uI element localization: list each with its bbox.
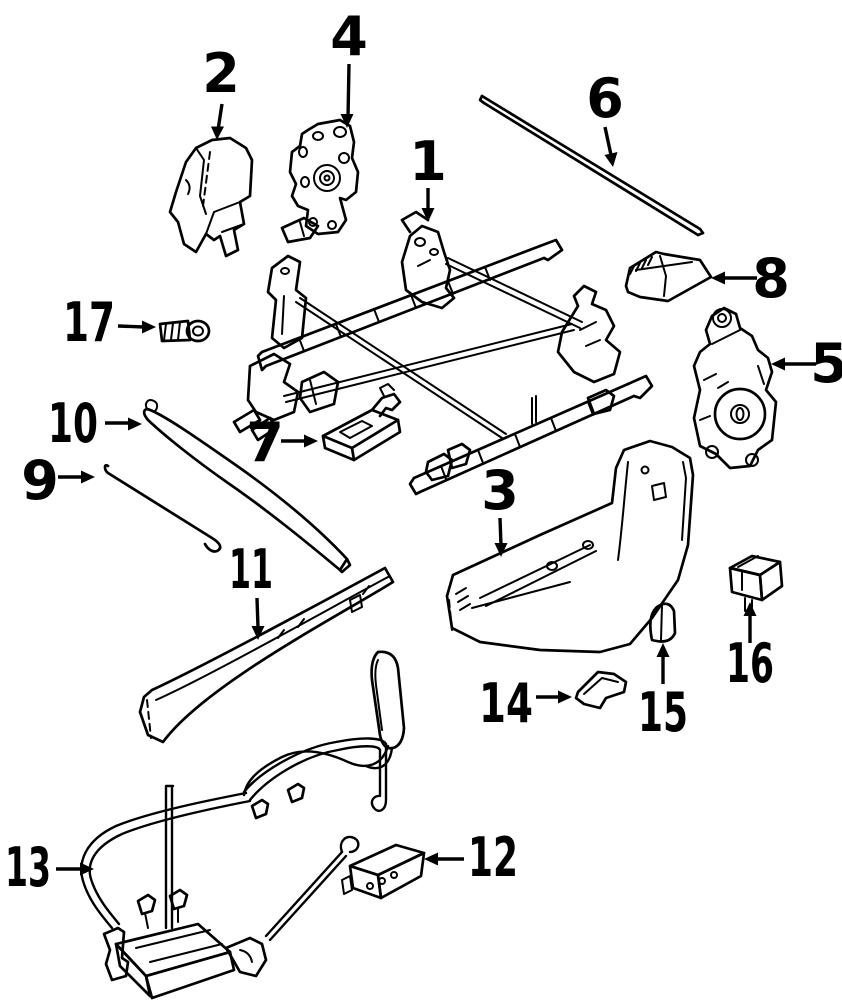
- part-2-side-bracket-drawing: [168, 136, 254, 258]
- callout-3[interactable]: 3: [481, 459, 519, 557]
- callout-9-number[interactable]: 9: [21, 449, 59, 512]
- part-8-tray-bracket-drawing: [624, 250, 713, 303]
- callout-3-arrowhead: [494, 543, 508, 557]
- callout-17-arrow: [117, 324, 145, 329]
- callout-2[interactable]: 2: [202, 42, 240, 140]
- callout-7[interactable]: 7: [246, 411, 318, 474]
- part-3-side-shield-drawing: [445, 439, 695, 654]
- callout-17-arrowhead: [142, 320, 156, 334]
- callout-17[interactable]: 17: [63, 291, 156, 354]
- callout-11-arrow: [255, 597, 260, 629]
- callout-4-arrowhead: [340, 114, 354, 128]
- callout-8-arrowhead: [711, 271, 725, 285]
- callout-7-number[interactable]: 7: [246, 411, 284, 474]
- callout-14-number[interactable]: 14: [479, 672, 533, 735]
- callout-6-arrowhead: [604, 152, 618, 167]
- callout-6[interactable]: 6: [586, 67, 624, 167]
- part-1-seat-track-frame-drawing: [232, 210, 654, 496]
- callout-16-arrowhead: [743, 602, 757, 616]
- callout-1-number[interactable]: 1: [409, 130, 447, 193]
- callout-15[interactable]: 15: [638, 643, 688, 744]
- callout-7-arrowhead: [304, 434, 318, 448]
- callout-9-arrowhead: [81, 470, 95, 484]
- callout-14-arrowhead: [558, 690, 572, 704]
- callout-3-arrow: [498, 517, 503, 547]
- part-11-valance-trim-drawing: [138, 566, 395, 744]
- callout-1[interactable]: 1: [409, 130, 447, 222]
- callout-13[interactable]: 13: [5, 836, 94, 899]
- part-15-cap-drawing: [649, 602, 677, 643]
- callout-6-arrow: [603, 126, 613, 156]
- callout-4[interactable]: 4: [330, 5, 368, 128]
- callout-15-arrowhead: [656, 643, 670, 657]
- callout-12-arrowhead: [424, 852, 438, 866]
- callout-3-number[interactable]: 3: [481, 459, 519, 522]
- part-5-recliner-mechanism-drawing: [692, 306, 778, 470]
- callout-10-number[interactable]: 10: [48, 392, 98, 455]
- callout-2-number[interactable]: 2: [202, 42, 240, 105]
- part-17-bolt-drawing: [158, 319, 211, 343]
- callout-13-number[interactable]: 13: [5, 836, 51, 899]
- callout-4-arrow: [346, 63, 351, 119]
- side-pad-drawing: [364, 650, 406, 770]
- callout-9[interactable]: 9: [21, 449, 95, 512]
- callout-17-number[interactable]: 17: [63, 291, 115, 354]
- part-9-thin-rod-drawing: [103, 463, 222, 553]
- part-4-recliner-plate-drawing: [288, 118, 360, 236]
- callout-5-arrowhead: [771, 357, 785, 371]
- part-7-small-bracket-drawing: [321, 383, 402, 462]
- callout-5[interactable]: 5: [771, 332, 842, 395]
- callout-6-number[interactable]: 6: [586, 67, 624, 130]
- callout-12[interactable]: 12: [424, 826, 518, 889]
- callout-11-arrowhead: [251, 626, 265, 640]
- callout-2-arrowhead: [211, 126, 224, 140]
- callout-12-number[interactable]: 12: [468, 826, 518, 889]
- callout-1-arrowhead: [421, 208, 435, 222]
- callout-8[interactable]: 8: [711, 247, 790, 310]
- callout-2-arrow: [216, 103, 224, 131]
- callout-10[interactable]: 10: [48, 392, 142, 455]
- part-13-wiring-harness-drawing: [80, 737, 390, 1000]
- callout-8-number[interactable]: 8: [752, 247, 790, 310]
- part-16-switch-drawing: [728, 554, 784, 612]
- callout-16[interactable]: 16: [726, 602, 774, 695]
- callout-15-number[interactable]: 15: [638, 681, 688, 744]
- part-6-trim-strip-drawing: [478, 94, 705, 237]
- part-12-module-drawing: [341, 843, 426, 900]
- callout-14[interactable]: 14: [479, 672, 572, 735]
- callout-11-number[interactable]: 11: [229, 538, 273, 601]
- part-14-clip-drawing: [574, 670, 628, 710]
- callout-13-arrowhead: [80, 862, 94, 876]
- callout-10-arrowhead: [128, 417, 142, 431]
- callout-11[interactable]: 11: [229, 538, 273, 640]
- part-10-curved-trim-drawing: [142, 399, 352, 574]
- callout-4-number[interactable]: 4: [330, 5, 368, 68]
